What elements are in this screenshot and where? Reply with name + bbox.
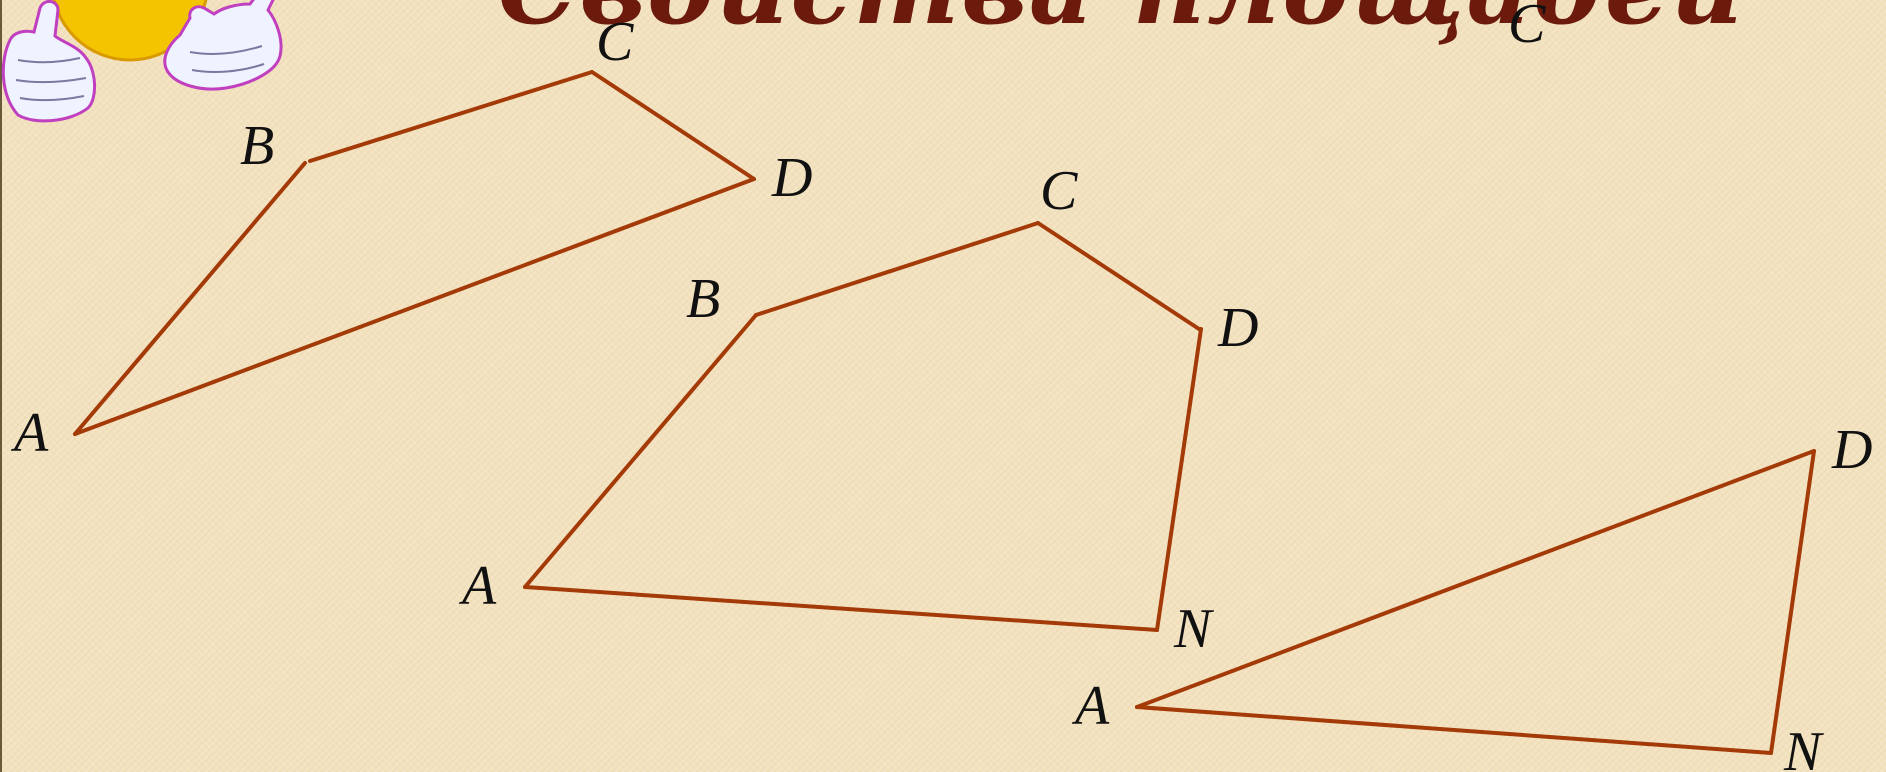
vertex-label-a: A (10, 402, 49, 464)
vertex-label-a: A (458, 555, 497, 617)
left-glove-icon (1, 0, 96, 123)
edge-dn (1155, 327, 1203, 632)
edge-da (73, 177, 756, 436)
vertex-label-d: D (1217, 297, 1258, 359)
vertex-label-a: A (1071, 675, 1110, 737)
edge-dn (1769, 449, 1816, 755)
vertex-label-d: D (771, 147, 812, 209)
vertex-label-b: B (240, 115, 274, 177)
vertex-label-n: N (1783, 721, 1824, 772)
edge-na (523, 585, 1159, 632)
edge-cd (1036, 221, 1201, 331)
right-glove-icon (163, 0, 283, 91)
edge-ad (1135, 449, 1816, 709)
triangle-adn: A D N (1071, 419, 1872, 772)
edge-ab (523, 313, 758, 589)
vertex-label-d: D (1831, 419, 1872, 481)
slide-left-border (0, 0, 2, 772)
vertex-label-c: C (596, 11, 634, 73)
edge-ab (73, 161, 307, 436)
edge-bc (308, 70, 594, 163)
edge-na (1135, 705, 1773, 755)
pentagon-abcdn: A B C D N (458, 160, 1258, 660)
edge-bc (754, 221, 1040, 317)
vertex-label-c-stray: C (1508, 0, 1546, 55)
vertex-label-c: C (1040, 160, 1078, 222)
vertex-label-b: B (686, 268, 720, 330)
edge-cd (590, 70, 756, 181)
vertex-label-n: N (1173, 598, 1214, 660)
thumbs-up-smiley-icon (1, 0, 283, 123)
slide-title: Свойства площадей (498, 0, 1743, 38)
quadrilateral-abcd: A B C D (10, 11, 812, 464)
